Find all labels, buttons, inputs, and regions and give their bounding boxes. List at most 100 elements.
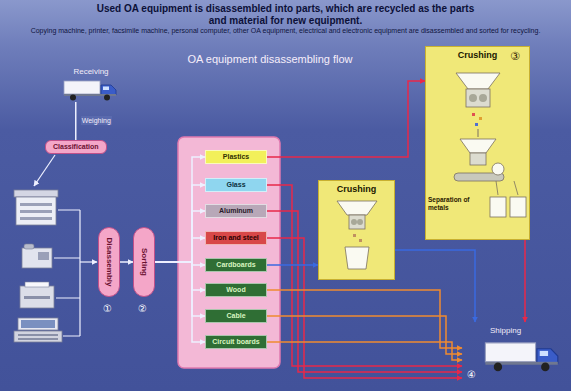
rect-shape [485,343,535,362]
part-label: Separation of metals [428,196,486,211]
node-label: Cable [210,310,262,322]
circle-shape [541,363,549,372]
connector-line [267,238,462,378]
material-box: Wood [205,283,267,297]
rect-shape [20,286,54,308]
process-pill: Sorting [133,227,155,297]
flow-heading: OA equipment disassembling flow [150,53,390,66]
connector-line [267,342,462,360]
path-shape [80,261,97,262]
crushing-panel: Crushing [425,46,530,240]
rect-shape [18,334,58,336]
shipping-truck: Shipping [462,322,566,384]
edge-label: Weighing [81,116,112,125]
material-box: Glass [205,178,267,192]
connector-line [120,261,133,263]
rect-shape [22,248,52,268]
classification-box: Classification [45,140,107,154]
rect-shape [38,252,49,260]
path-shape [101,85,116,95]
connector-line [75,102,77,140]
truck-icon [63,79,119,101]
callout-number: ③ [510,50,520,63]
crusher-illustration [319,181,396,281]
connector-line [155,157,205,262]
materials-panel [178,137,280,368]
rect-shape [490,197,506,217]
rect-shape [472,113,475,116]
node-label: Crushing [319,184,394,195]
rect-shape [14,331,62,342]
connector-line [155,211,205,262]
circle-shape [479,94,487,102]
fax-icon [22,244,52,268]
rect-shape [353,234,356,237]
material-box: Circuit boards [205,335,267,349]
connector-line [395,250,475,322]
circle-shape [104,95,110,101]
rect-shape [14,190,58,197]
connector-line [267,81,425,157]
node-label: Iron and steel [210,232,262,244]
path-shape [460,139,496,153]
path-shape [537,349,558,364]
callout-number: ④ [467,369,476,381]
circle-shape [70,95,76,101]
rect-shape [479,117,482,120]
callout-number: ② [138,303,147,315]
path-shape [34,155,55,186]
rect-shape [20,210,52,213]
rect-shape [103,87,109,91]
computer-icon [14,318,62,342]
circle-shape [494,363,502,372]
rect-shape [540,351,548,356]
material-box: Plastics [205,150,267,164]
connector-line [267,316,462,354]
rect-shape [20,203,52,206]
path-shape [456,73,500,89]
rect-shape [349,215,365,229]
rect-shape [359,239,362,242]
rect-shape [470,153,486,165]
material-box: Cable [205,309,267,323]
connector-line [155,238,205,262]
feed-lines [34,155,97,336]
path-shape [345,247,369,269]
path-shape [478,129,479,137]
rect-shape [64,81,100,94]
path-shape [54,210,80,336]
material-box: Cardboards [205,258,267,272]
connector-line [267,264,318,266]
truck-icon [484,340,562,372]
rect-shape [16,197,56,225]
node-label: Shipping [462,325,566,336]
circle-shape [469,94,477,102]
rect-shape [24,244,34,249]
connector-line [155,185,205,262]
receiving-truck: Receiving [58,66,124,102]
callout-number: ① [103,303,112,315]
crusher-illustration [426,47,531,241]
subtitle-text: Copying machine, printer, facsimile mach… [30,27,541,36]
diagram-title: Used OA equipment is disassembled into p… [95,3,476,26]
node-label: Disassembly [104,238,115,287]
node-label: Plastics [210,151,262,163]
path-shape [496,181,518,195]
connector-line [155,262,205,342]
material-box: Aluminum [205,204,267,218]
node-label: Classification [53,142,99,152]
node-label: Sorting [139,248,150,276]
node-label: Glass [210,179,262,191]
node-label: Cardboards [210,259,262,271]
node-label: Receiving [58,66,124,77]
node-label: Wood [210,284,262,296]
process-pill: Disassembly [98,227,120,297]
node-label: Aluminum [210,205,262,217]
rect-shape [24,296,50,299]
connector-line [155,262,205,316]
rect-shape [20,217,52,220]
printer-icon [20,282,54,308]
rect-shape [475,123,478,126]
circle-shape [351,219,357,225]
